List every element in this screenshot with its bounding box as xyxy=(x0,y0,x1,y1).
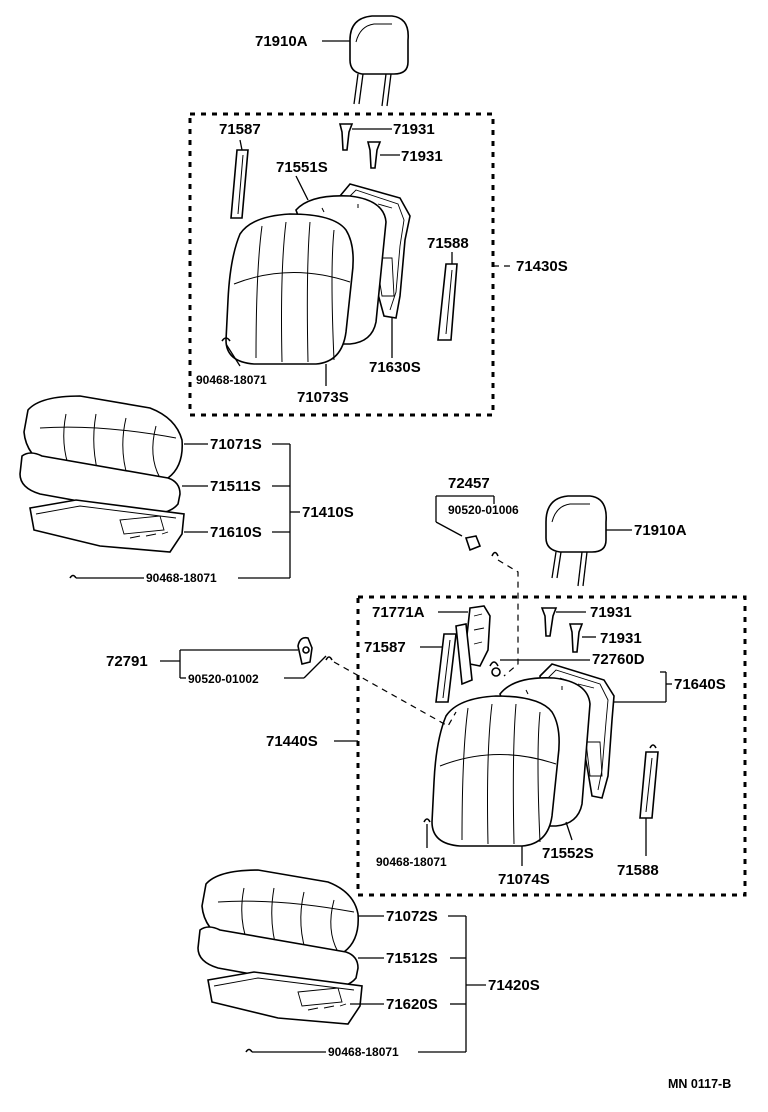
guide-left-upper xyxy=(230,149,249,219)
lower-backrest-group-box xyxy=(356,595,747,897)
label-71072s: 71072S xyxy=(386,908,438,925)
label-71587-upper: 71587 xyxy=(219,121,261,138)
label-71931-upper-2: 71931 xyxy=(401,148,443,165)
label-71931-lower-1: 71931 xyxy=(590,604,632,621)
hinge-cover xyxy=(455,605,491,686)
label-71430s: 71430S xyxy=(516,258,568,275)
label-71910a-upper: 71910A xyxy=(255,33,308,50)
upper-backrest-group-box xyxy=(188,112,495,417)
hinge-pin-icon xyxy=(491,667,501,677)
label-71420s: 71420S xyxy=(488,977,540,994)
label-72791: 72791 xyxy=(106,653,148,670)
bracket-clip-icon xyxy=(491,551,499,557)
bracket-nut-icon xyxy=(464,535,482,552)
label-72760d: 72760D xyxy=(592,651,645,668)
label-71511s: 71511S xyxy=(210,478,261,495)
label-71071s: 71071S xyxy=(210,436,262,453)
label-71620s: 71620S xyxy=(386,996,438,1013)
label-90468-18071-lower-box: 90468-18071 xyxy=(376,855,447,869)
label-71588-upper: 71588 xyxy=(427,235,469,252)
backrest-cover-lower xyxy=(431,695,560,847)
label-90468-18071-upper: 90468-18071 xyxy=(196,373,267,387)
recliner-lever xyxy=(297,636,313,665)
clip-upper-1 xyxy=(338,123,354,151)
label-71074s: 71074S xyxy=(498,871,550,888)
label-71610s: 71610S xyxy=(210,524,262,541)
label-71910a-lower: 71910A xyxy=(634,522,687,539)
label-71440s: 71440S xyxy=(266,733,318,750)
cushion-frame-2 xyxy=(207,971,363,1025)
label-71552s: 71552S xyxy=(542,845,594,862)
label-71588-lower: 71588 xyxy=(617,862,659,879)
guide-right-lower xyxy=(639,751,659,819)
hog-ring-lower-1-icon xyxy=(69,574,77,579)
hog-ring-upper-icon xyxy=(221,337,231,342)
hinge-spring-icon xyxy=(489,661,499,667)
guide-left-lower xyxy=(435,633,457,703)
headrest-upper-illustration xyxy=(349,15,409,107)
cushion-frame-1 xyxy=(29,499,185,553)
label-72457: 72457 xyxy=(448,475,490,492)
cushion-pad-1 xyxy=(19,452,181,515)
label-71512s: 71512S xyxy=(386,950,438,967)
label-71073s: 71073S xyxy=(297,389,349,406)
clip-upper-2 xyxy=(366,141,382,169)
label-71640s: 71640S xyxy=(674,676,726,693)
headrest-lower-illustration xyxy=(545,495,607,587)
label-71410s: 71410S xyxy=(302,504,354,521)
hog-ring-lower-2-icon xyxy=(245,1048,253,1053)
cushion-pad-2 xyxy=(197,926,359,989)
clip-lower-2 xyxy=(568,623,584,653)
guide-right-upper xyxy=(437,263,458,341)
backrest-cover-upper xyxy=(225,213,354,365)
label-90520-01006: 90520-01006 xyxy=(448,503,519,517)
label-71931-lower-2: 71931 xyxy=(600,630,642,647)
clip-lower-1 xyxy=(540,607,558,637)
label-71771a: 71771A xyxy=(372,604,425,621)
diagram-code: MN 0117-B xyxy=(668,1077,731,1091)
label-71630s: 71630S xyxy=(369,359,421,376)
label-90468-18071-lower-2: 90468-18071 xyxy=(328,1045,399,1059)
lever-bolt-icon xyxy=(325,656,333,661)
label-71551s: 71551S xyxy=(276,159,328,176)
label-71587-lower: 71587 xyxy=(364,639,406,656)
label-90468-18071-lower-1: 90468-18071 xyxy=(146,571,217,585)
label-71931-upper-1: 71931 xyxy=(393,121,435,138)
hog-ring-lower-box-icon xyxy=(423,818,431,823)
label-90520-01002: 90520-01002 xyxy=(188,672,259,686)
